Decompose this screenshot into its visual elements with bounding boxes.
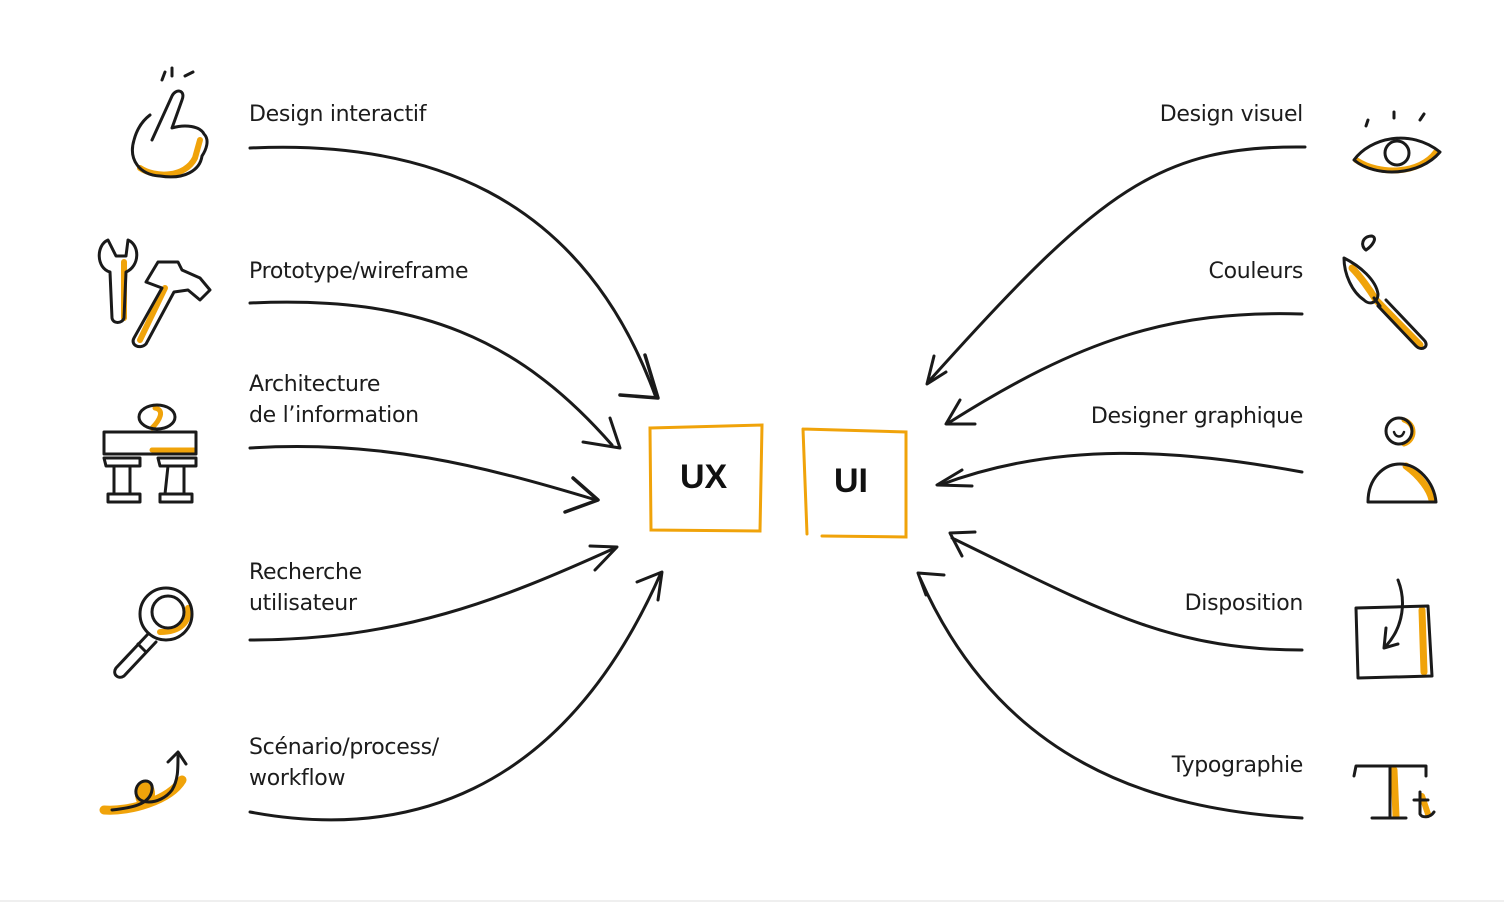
magnifying-glass-icon (113, 586, 194, 679)
label-designer-graphique: Designer graphique (1091, 401, 1303, 432)
label-line: workflow (249, 766, 346, 791)
person-icon (1366, 416, 1438, 504)
label-disposition: Disposition (1184, 588, 1304, 619)
label-architecture-information: Architecture de l’information (249, 369, 419, 431)
label-design-interactif: Design interactif (249, 99, 426, 130)
pointing-hand-icon (131, 66, 209, 179)
label-line: Design interactif (249, 102, 427, 127)
label-line: Disposition (1184, 591, 1304, 616)
label-line: Designer graphique (1090, 404, 1303, 429)
information-architecture-icon (102, 403, 198, 504)
layout-box-arrow-icon (1354, 578, 1434, 680)
arrow-typographie (916, 571, 1304, 820)
paintbrush-icon (1342, 234, 1428, 350)
eye-icon (1352, 110, 1442, 174)
ui-label: UI (834, 462, 868, 500)
arrow-design-visuel (925, 145, 1307, 386)
label-recherche-utilisateur: Recherche utilisateur (249, 557, 362, 619)
wrench-hammer-icon (97, 238, 212, 349)
label-line: de l’information (249, 403, 419, 428)
label-line: Prototype/wireframe (249, 259, 469, 284)
label-prototype-wireframe: Prototype/wireframe (249, 256, 469, 287)
label-line: Typographie (1171, 753, 1304, 778)
ux-box (648, 423, 764, 533)
ui-box (801, 427, 908, 539)
arrow-scenario-workflow (248, 570, 664, 822)
arrow-design-interactif (248, 145, 660, 400)
arrow-recherche-utilisateur (248, 544, 619, 642)
arrow-architecture-information (248, 445, 600, 514)
label-design-visuel: Design visuel (1159, 99, 1304, 130)
arrow-designer-graphique (935, 451, 1304, 488)
bottom-border (0, 900, 1504, 902)
label-line: Design visuel (1159, 102, 1304, 127)
workflow-loop-arrow-icon (99, 750, 188, 815)
label-line: utilisateur (249, 591, 357, 616)
arrow-couleurs (944, 312, 1304, 426)
label-line: Couleurs (1208, 259, 1304, 284)
label-line: Scénario/process/ (249, 735, 439, 760)
label-line: Recherche (249, 560, 362, 585)
arrow-prototype-wireframe (248, 300, 622, 450)
label-typographie: Typographie (1171, 750, 1304, 781)
arrow-disposition (948, 530, 1304, 652)
ux-label: UX (680, 458, 728, 496)
typography-tt-icon (1352, 764, 1436, 820)
label-couleurs: Couleurs (1208, 256, 1304, 287)
label-scenario-workflow: Scénario/process/ workflow (249, 732, 439, 794)
label-line: Architecture (249, 372, 381, 397)
